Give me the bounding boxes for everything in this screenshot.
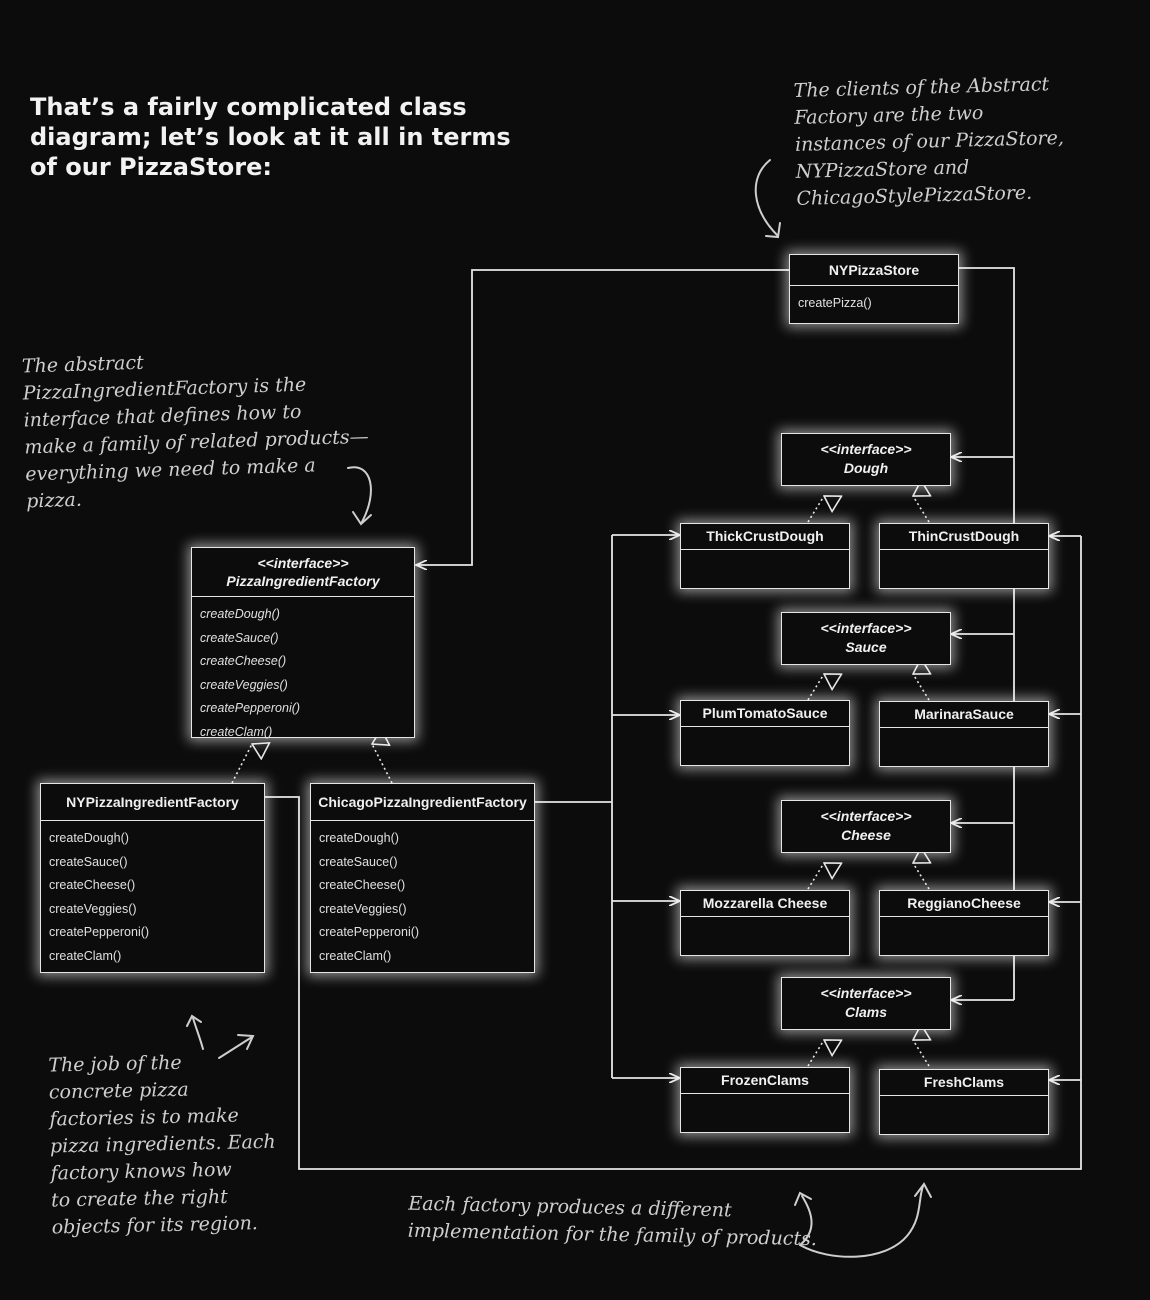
class-mozzarellacheese: Mozzarella Cheese — [680, 890, 850, 956]
fresh-realizes-clams — [913, 1040, 929, 1067]
method: createDough() — [49, 831, 129, 845]
class-marinarasauce: MarinaraSauce — [879, 701, 1049, 767]
class-name: ThinCrustDough — [880, 524, 1048, 550]
reggiano-realizes-cheese — [913, 863, 929, 890]
stereotype: <<interface>> — [257, 555, 349, 571]
class-methods: createDough() createSauce() createCheese… — [41, 821, 264, 974]
method: createClam() — [49, 948, 122, 963]
class-name: Dough — [843, 460, 889, 476]
thin-realizes-dough — [913, 496, 929, 523]
class-reggianocheese: ReggianoCheese — [879, 890, 1049, 956]
method: createVeggies() — [49, 901, 137, 916]
class-name: ChicagoPizzaIngredientFactory — [311, 784, 534, 821]
thick-realizes-dough — [807, 496, 824, 523]
note-clients: The clients of the Abstract Factory are … — [793, 73, 1065, 210]
method: createClam() — [319, 948, 392, 963]
concrete-note-arrow-right-icon — [218, 1036, 253, 1059]
class-name: Cheese — [841, 827, 891, 843]
class-frozenclams: FrozenClams — [680, 1067, 850, 1133]
abstract-note-arrow-icon — [347, 466, 372, 523]
chicago-realizes-factory — [372, 744, 393, 784]
interface-sauce: <<interface>> Sauce — [781, 612, 951, 665]
class-name: Mozzarella Cheese — [681, 891, 849, 917]
method: createPizza() — [798, 296, 872, 310]
ny-bus — [265, 536, 1082, 1170]
class-name: NYPizzaStore — [790, 255, 958, 286]
class-header: <<interface>> PizzaIngredientFactory — [192, 548, 414, 597]
each-note-arrow-small-icon — [799, 1195, 813, 1246]
class-name: FreshClams — [880, 1070, 1048, 1096]
method: createVeggies() — [319, 901, 407, 916]
method: createSauce() — [200, 630, 279, 645]
clients-note-arrow-icon — [754, 159, 779, 237]
class-nypizzaingredientfactory: NYPizzaIngredientFactory createDough() c… — [40, 783, 265, 973]
class-name: NYPizzaIngredientFactory — [41, 784, 264, 821]
method: createCheese() — [49, 878, 136, 892]
class-name: Sauce — [845, 639, 887, 655]
method: createCheese() — [200, 654, 287, 668]
interface-clams: <<interface>> Clams — [781, 977, 951, 1030]
interface-pizzaingredientfactory: <<interface>> PizzaIngredientFactory cre… — [191, 547, 415, 739]
method: createCheese() — [319, 878, 406, 892]
method: createPepperoni() — [319, 925, 420, 939]
class-name: Clams — [844, 1004, 888, 1020]
stereotype: <<interface>> — [820, 808, 912, 824]
class-name: ThickCrustDough — [681, 524, 849, 550]
marinara-realizes-sauce — [913, 674, 929, 701]
stereotype: <<interface>> — [820, 441, 912, 457]
class-methods: createDough() createSauce() createCheese… — [192, 597, 414, 750]
note-abstract-factory: The abstract PizzaIngredientFactory is t… — [21, 351, 369, 513]
class-name: ReggianoCheese — [880, 891, 1048, 917]
concrete-note-arrow-left-icon — [192, 1017, 204, 1050]
method: createSauce() — [319, 854, 398, 869]
interface-cheese: <<interface>> Cheese — [781, 800, 951, 853]
method: createPepperoni() — [200, 701, 301, 715]
class-name: FrozenClams — [681, 1068, 849, 1094]
method: createSauce() — [49, 854, 128, 869]
mozzarella-realizes-cheese — [807, 863, 824, 890]
frozen-realizes-clams — [807, 1040, 824, 1067]
store-to-factory-line — [416, 269, 789, 565]
note-each-factory: Each factory produces a different implem… — [407, 1192, 818, 1251]
method: createPepperoni() — [49, 925, 150, 939]
class-thickcrustdough: ThickCrustDough — [680, 523, 850, 589]
method: createClam() — [200, 724, 273, 739]
note-concrete-factories: The job of the concrete pizza factories … — [48, 1051, 276, 1239]
method: createDough() — [200, 607, 280, 621]
method: createVeggies() — [200, 677, 288, 692]
class-methods: createDough() createSauce() createCheese… — [311, 821, 534, 974]
ny-realizes-factory — [231, 744, 252, 784]
class-freshclams: FreshClams — [879, 1069, 1049, 1135]
class-name: PlumTomatoSauce — [681, 701, 849, 727]
class-chicagopizzaingredientfactory: ChicagoPizzaIngredientFactory createDoug… — [310, 783, 535, 973]
interface-dough: <<interface>> Dough — [781, 433, 951, 486]
class-methods: createPizza() — [790, 286, 958, 322]
plum-realizes-sauce — [807, 674, 824, 701]
each-note-arrow-icon — [799, 1185, 924, 1258]
class-name: MarinaraSauce — [880, 702, 1048, 728]
stereotype: <<interface>> — [820, 620, 912, 636]
stereotype: <<interface>> — [820, 985, 912, 1001]
class-nypizzastore: NYPizzaStore createPizza() — [789, 254, 959, 324]
class-plumtomatosauce: PlumTomatoSauce — [680, 700, 850, 766]
page-heading: That’s a fairly complicated class diagra… — [30, 93, 511, 181]
method: createDough() — [319, 831, 399, 845]
class-thincrustdough: ThinCrustDough — [879, 523, 1049, 589]
class-name: PizzaIngredientFactory — [226, 573, 380, 589]
